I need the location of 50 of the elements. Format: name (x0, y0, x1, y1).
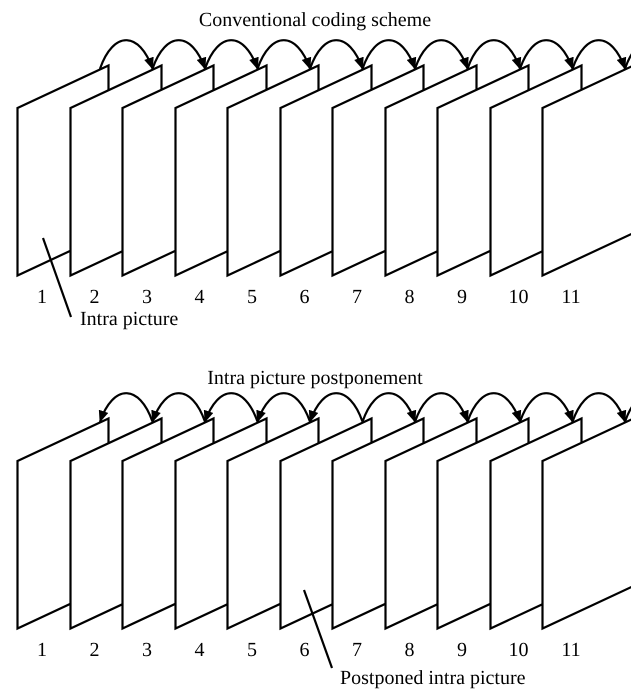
frame-number: 6 (300, 286, 310, 308)
caption-text: Intra picture (80, 308, 178, 330)
leader-line (42, 238, 72, 318)
curved-arrow (518, 39, 574, 70)
frame-number: 10 (508, 286, 528, 308)
panel-title: Intra picture postponement (207, 367, 423, 389)
frame-number: 8 (404, 286, 414, 308)
frame-number: 5 (247, 639, 257, 661)
curved-arrow (361, 39, 416, 70)
curved-arrow (256, 392, 312, 423)
curved-arrow (571, 39, 626, 70)
frame-number: 4 (194, 639, 204, 661)
panel-title: Conventional coding scheme (198, 9, 432, 31)
frame-number: 10 (508, 639, 528, 661)
frame-number: 9 (457, 639, 467, 661)
caption-text: Postponed intra picture (340, 667, 526, 689)
curved-arrow (98, 392, 154, 423)
frame-number: 2 (90, 286, 100, 308)
curved-arrow (256, 39, 312, 70)
frame-number: 11 (561, 639, 581, 661)
leader-line (302, 590, 334, 668)
curved-arrow (466, 39, 522, 70)
frame-number: 6 (300, 639, 310, 661)
frame-number: 1 (37, 286, 47, 308)
curved-arrow (98, 39, 154, 70)
curved-arrow (414, 39, 469, 70)
frame-number: 3 (142, 286, 152, 308)
frame-number: 11 (561, 286, 581, 308)
curved-arrow (518, 392, 574, 423)
frame-number: 7 (352, 639, 362, 661)
curved-arrow (466, 392, 522, 423)
curved-arrow (151, 39, 206, 70)
frame-number: 8 (404, 639, 414, 661)
curved-arrow (204, 392, 259, 423)
curved-arrow (204, 39, 259, 70)
frame-number: 1 (37, 639, 47, 661)
frame-number: 5 (247, 286, 257, 308)
curved-arrow (151, 392, 206, 423)
curved-arrow (361, 392, 416, 423)
frame-number: 4 (194, 286, 204, 308)
curved-arrow (571, 392, 626, 423)
frame-number: 7 (352, 286, 362, 308)
frame-number: 9 (457, 286, 467, 308)
frame-number: 2 (90, 639, 100, 661)
picture-frame (541, 417, 631, 630)
picture-frame (541, 64, 631, 277)
frame-number: 3 (142, 639, 152, 661)
curved-arrow (308, 392, 364, 423)
curved-arrow (414, 392, 469, 423)
curved-arrow (308, 39, 364, 70)
